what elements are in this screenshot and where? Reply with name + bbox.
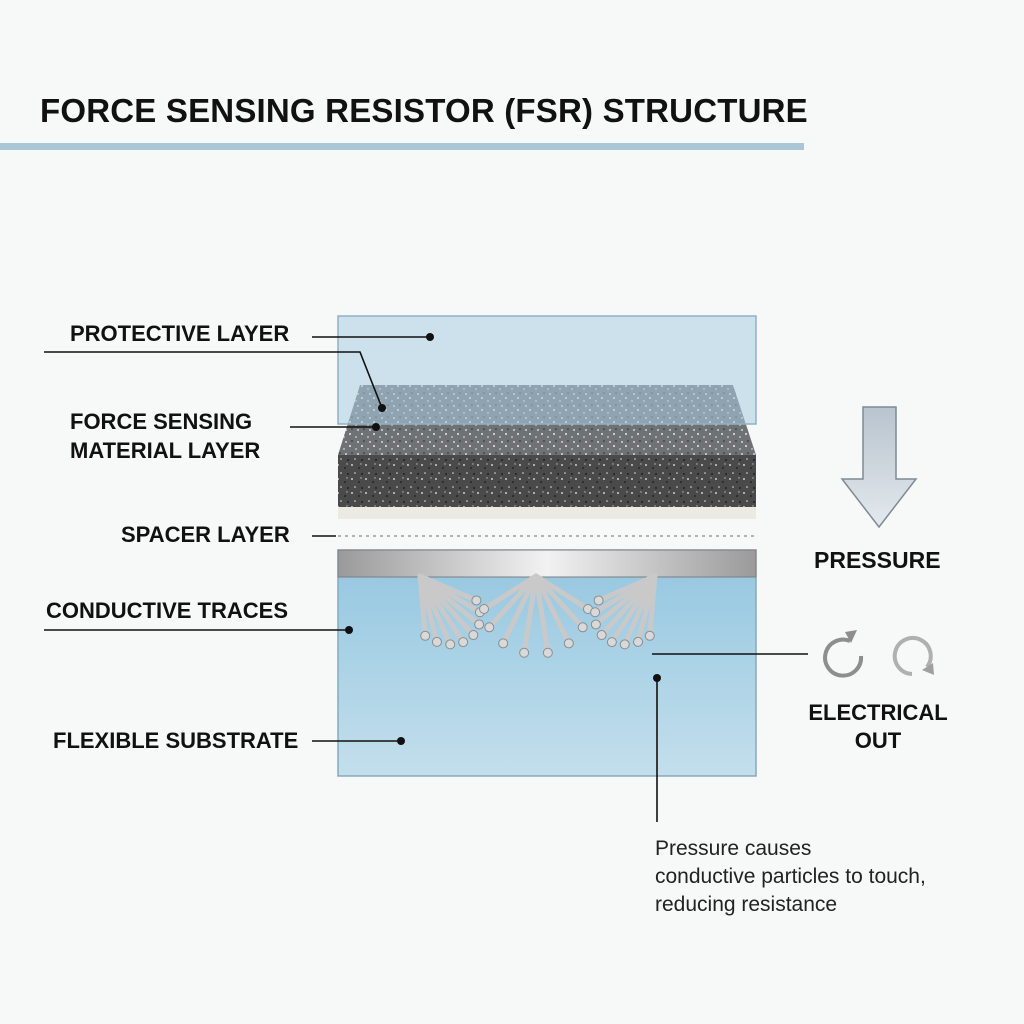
arrow-down-icon xyxy=(840,406,918,529)
trace-tip xyxy=(644,630,655,641)
trace-tip xyxy=(606,637,617,648)
conductive-traces xyxy=(417,573,658,658)
pressure-label: PRESSURE xyxy=(814,547,941,573)
trace-tip xyxy=(633,636,644,647)
label-flexible-substrate: FLEXIBLE SUBSTRATE xyxy=(53,728,299,753)
trace-tip xyxy=(458,637,469,648)
note-line-3: reducing resistance xyxy=(655,893,838,916)
note-line-2: conductive particles to touch, xyxy=(655,865,926,888)
trace-finger xyxy=(500,573,539,646)
trace-tip xyxy=(590,619,601,630)
trace-tip xyxy=(596,630,607,641)
note-line-1: Pressure causes xyxy=(655,837,812,860)
leader-lines xyxy=(44,336,808,822)
label-force-sensing-1: FORCE SENSING xyxy=(70,409,253,434)
label-force-sensing-2: MATERIAL LAYER xyxy=(70,438,261,463)
trace-finger xyxy=(596,573,658,603)
rotate-arrows-icon xyxy=(823,630,934,678)
trace-tip xyxy=(420,630,431,641)
trace-tip xyxy=(577,622,588,633)
explanation-note: Pressure causes conductive particles to … xyxy=(655,835,926,919)
trace-finger xyxy=(521,573,539,656)
trace-finger xyxy=(486,573,539,630)
title-underline xyxy=(0,143,804,150)
trace-tip xyxy=(590,607,601,618)
conductive-bar xyxy=(337,549,757,578)
trace-finger xyxy=(533,573,586,630)
trace-finger xyxy=(533,573,572,646)
trace-finger xyxy=(533,573,551,656)
trace-tip xyxy=(542,647,553,658)
electrical-label-1: ELECTRICAL xyxy=(808,700,948,725)
protective-layer xyxy=(337,315,757,425)
trace-tip xyxy=(474,619,485,630)
trace-tip xyxy=(479,604,490,614)
trace-finger xyxy=(533,573,591,612)
trace-tip xyxy=(445,639,456,650)
trace-tip xyxy=(468,630,479,641)
label-spacer-layer: SPACER LAYER xyxy=(121,522,290,547)
label-protective-layer: PROTECTIVE LAYER xyxy=(70,321,290,346)
page-title: FORCE SENSING RESISTOR (FSR) STRUCTURE xyxy=(40,92,808,129)
electrical-label-2: OUT xyxy=(854,728,902,753)
label-conductive-traces: CONDUCTIVE TRACES xyxy=(46,598,289,623)
leader-dots xyxy=(345,333,661,745)
trace-finger xyxy=(417,573,428,639)
trace-tip xyxy=(431,636,442,647)
trace-tip xyxy=(498,638,509,649)
trace-finger xyxy=(481,573,539,612)
trace-tip xyxy=(619,639,630,650)
trace-tip xyxy=(563,638,574,649)
trace-tip xyxy=(519,647,530,658)
trace-tip xyxy=(484,622,495,633)
trace-tip xyxy=(593,595,604,606)
trace-tip xyxy=(471,595,482,606)
